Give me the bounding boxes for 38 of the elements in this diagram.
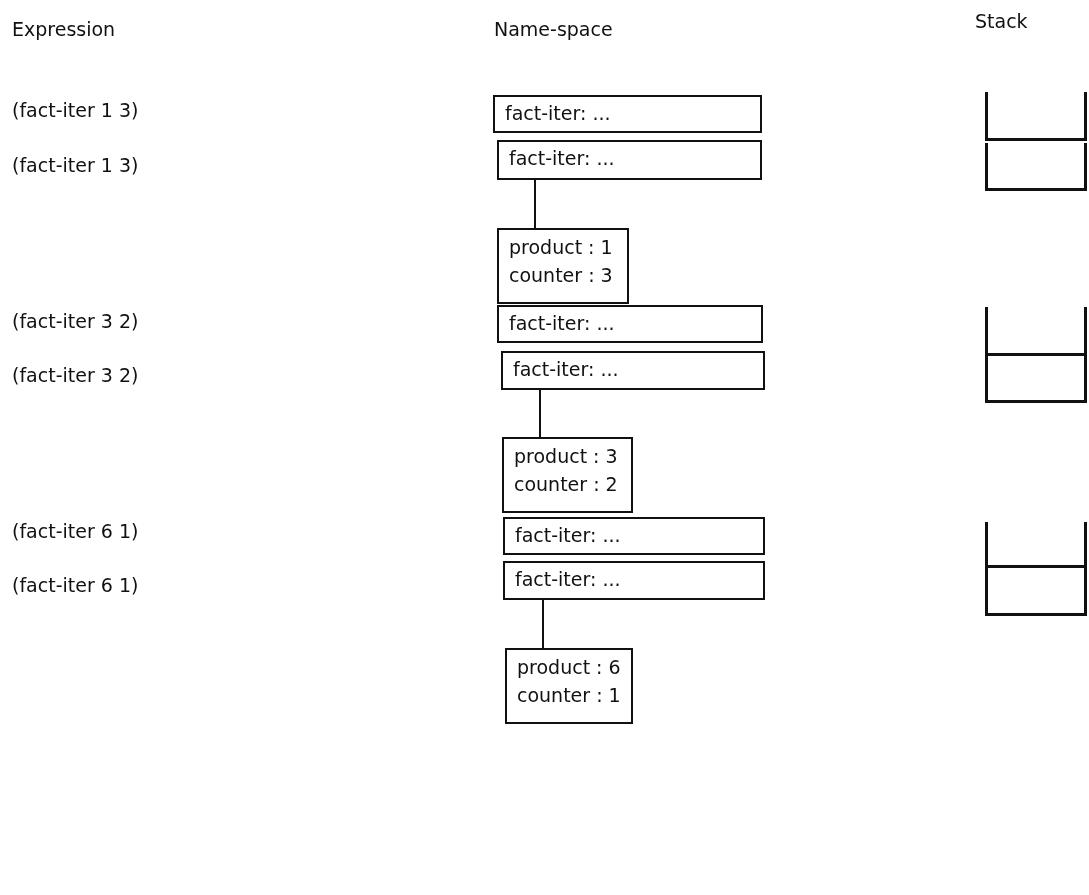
frame-box	[505, 648, 633, 724]
binding-text: counter : 2	[514, 471, 619, 497]
column-heading: Stack	[975, 12, 1028, 31]
connector-line	[542, 599, 544, 649]
binding-text: product : 6	[517, 655, 621, 680]
connector-line	[539, 389, 541, 438]
column-heading: Name-space	[494, 20, 613, 39]
connector-line	[534, 179, 536, 229]
binding-text: fact-iter: ...	[513, 357, 620, 382]
expression-text: (fact-iter 6 1)	[12, 576, 139, 595]
binding-text: fact-iter: ...	[515, 523, 622, 548]
column-heading: Expression	[12, 20, 116, 39]
binding-text: product : 1	[509, 235, 614, 260]
expression-text: (fact-iter 1 3)	[12, 156, 139, 175]
binding-text: fact-iter: ...	[509, 146, 616, 171]
empty-stack-frame	[985, 92, 1087, 141]
empty-stack-frame	[985, 568, 1087, 616]
binding-text: counter : 3	[509, 262, 614, 288]
frame-box	[497, 228, 629, 304]
namespace-box	[501, 351, 765, 390]
binding-text: fact-iter: ...	[509, 311, 616, 336]
expression-text: (fact-iter 6 1)	[12, 522, 139, 541]
namespace-box	[503, 561, 765, 600]
binding-text: fact-iter: ...	[505, 101, 612, 126]
frame-box	[502, 437, 633, 513]
expression-text: (fact-iter 1 3)	[12, 101, 139, 120]
binding-text: fact-iter: ...	[515, 567, 622, 592]
namespace-box	[503, 517, 765, 555]
expression-text: (fact-iter 3 2)	[12, 312, 139, 331]
binding-text: counter : 1	[517, 682, 621, 708]
namespace-box	[493, 95, 762, 133]
namespace-box	[497, 140, 762, 180]
empty-stack-frame	[985, 143, 1087, 191]
empty-stack-frame	[985, 307, 1087, 356]
expression-text: (fact-iter 3 2)	[12, 366, 139, 385]
namespace-box	[497, 305, 763, 343]
binding-text: product : 3	[514, 444, 619, 469]
empty-stack-frame	[985, 522, 1087, 568]
